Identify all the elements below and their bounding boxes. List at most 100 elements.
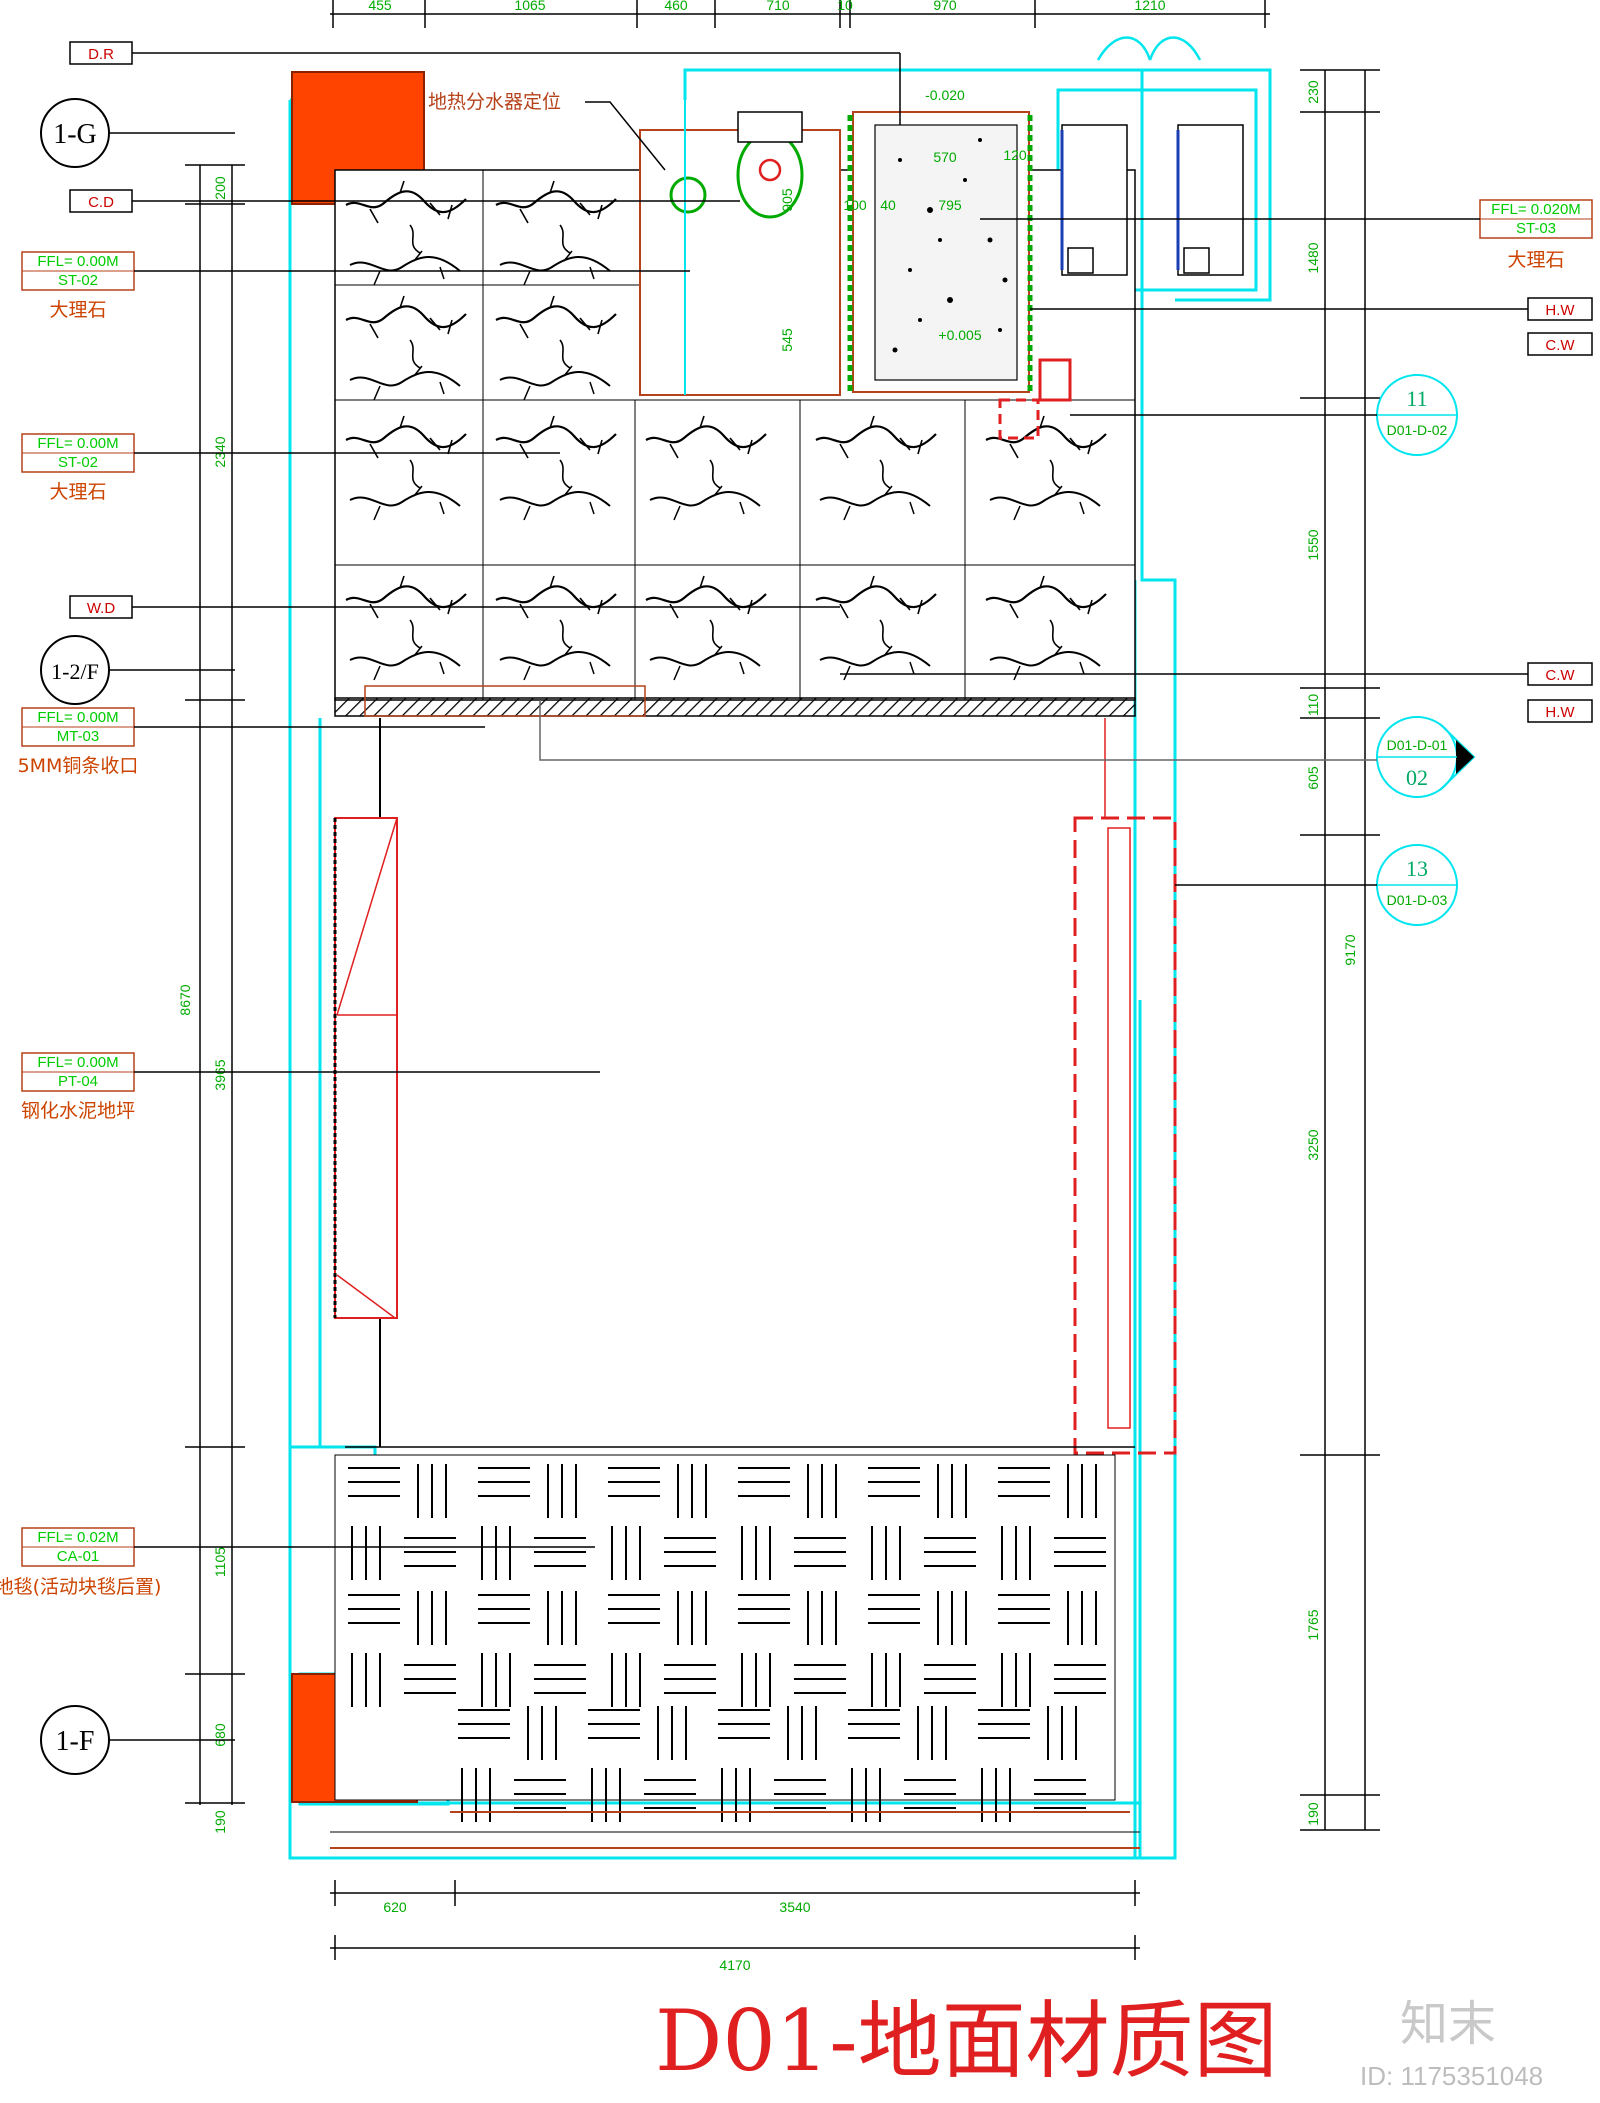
ref-code: D01-D-01 xyxy=(1387,737,1448,753)
dim-left-1: 200 xyxy=(212,176,228,200)
tag-hw-top: H.W xyxy=(1030,297,1593,321)
dim-inner-2: 570 xyxy=(933,149,957,165)
dim-left-5: 680 xyxy=(212,1723,228,1747)
dim-inner-1: -0.020 xyxy=(925,87,965,103)
dim-right-8: 190 xyxy=(1305,1802,1321,1826)
tag-dr: D.R xyxy=(69,41,901,125)
dim-left-total: 8670 xyxy=(177,984,193,1015)
dim-inner-9: +0.005 xyxy=(938,327,981,343)
outer-walls xyxy=(288,68,1272,1860)
material-ffl: FFL= 0.00M xyxy=(37,1054,118,1071)
material-ffl: FFL= 0.02M xyxy=(37,1529,118,1546)
dim-right-1: 230 xyxy=(1305,80,1321,104)
dim-left-3: 3965 xyxy=(212,1059,228,1090)
material-ffl: FFL= 0.00M xyxy=(37,709,118,726)
dim-inner-3: 120 xyxy=(1003,147,1027,163)
material-name: 地毯(活动块毯后置) xyxy=(0,1576,161,1598)
tag-text: H.W xyxy=(1545,302,1575,319)
tag-text: C.W xyxy=(1545,337,1575,354)
tag-text: C.D xyxy=(88,194,114,211)
axis-label: 1-G xyxy=(53,119,97,150)
ref-number: 02 xyxy=(1406,765,1428,790)
material-code: ST-03 xyxy=(1516,220,1556,237)
image-id: ID: 1175351048 xyxy=(1360,2061,1543,2091)
wc-area: -0.020 570 120 100 40 795 905 545 +0.005 xyxy=(639,87,1072,440)
dim-top-4: 710 xyxy=(766,0,790,13)
material-name: 大理石 xyxy=(49,481,106,503)
tag-cw-mid: C.W xyxy=(840,662,1593,686)
dim-right-7: 1765 xyxy=(1305,1609,1321,1640)
dim-bottom-2: 3540 xyxy=(779,1899,810,1915)
material-code: CA-01 xyxy=(57,1548,100,1565)
dim-right-2: 1480 xyxy=(1305,242,1321,273)
dim-left-2: 2340 xyxy=(212,436,228,467)
axis-bubble-12f: 1-2/F xyxy=(40,635,235,705)
ref-code: D01-D-03 xyxy=(1387,892,1448,908)
copper-strip-threshold xyxy=(334,697,1136,717)
dim-right-total: 9170 xyxy=(1342,934,1358,965)
tag-text: W.D xyxy=(87,600,115,617)
concrete-floor xyxy=(333,718,1177,1455)
tag-hw-mid: H.W xyxy=(1527,699,1593,723)
dim-top-1: 455 xyxy=(368,0,392,13)
ref-number: 13 xyxy=(1406,856,1428,881)
material-tag-3: FFL= 0.00M MT-03 5MM铜条收口 xyxy=(18,707,485,777)
dim-right-3: 1550 xyxy=(1305,529,1321,560)
dim-bottom-1: 620 xyxy=(383,1899,407,1915)
material-name: 钢化水泥地坪 xyxy=(21,1100,135,1122)
material-name: 大理石 xyxy=(49,299,106,321)
dim-top-3: 460 xyxy=(664,0,688,13)
material-tag-5: FFL= 0.02M CA-01 地毯(活动块毯后置) xyxy=(0,1527,595,1598)
material-ffl: FFL= 0.020M xyxy=(1491,201,1581,218)
material-code: ST-02 xyxy=(58,454,98,471)
material-tag-1: FFL= 0.00M ST-02 大理石 xyxy=(21,251,690,321)
tag-cd: C.D xyxy=(69,189,740,213)
axis-label: 1-F xyxy=(56,1726,95,1757)
dim-inner-5: 40 xyxy=(880,197,896,213)
dim-left-4: 1105 xyxy=(212,1547,228,1577)
material-ffl: FFL= 0.00M xyxy=(37,435,118,452)
tag-text: H.W xyxy=(1545,704,1575,721)
drawing-title: D01-地面材质图 xyxy=(655,1992,1278,2090)
bottom-dimensions xyxy=(330,1880,1140,1960)
washbasins xyxy=(1060,36,1244,276)
threshold-detail xyxy=(364,685,646,717)
watermark-logo: 知末 xyxy=(1400,1996,1496,2052)
dim-inner-7: 905 xyxy=(779,188,795,212)
material-code: MT-03 xyxy=(57,728,100,745)
material-tag-6: FFL= 0.020M ST-03 大理石 xyxy=(980,199,1593,271)
axis-label: 1-2/F xyxy=(51,659,99,684)
annotation-text: 地热分水器定位 xyxy=(428,91,561,113)
dim-inner-4: 100 xyxy=(843,197,867,213)
ref-code: D01-D-02 xyxy=(1387,422,1448,438)
dim-inner-6: 795 xyxy=(938,197,962,213)
material-name: 5MM铜条收口 xyxy=(18,755,139,777)
annotation-manifold: 地热分水器定位 xyxy=(428,91,666,171)
dim-bottom-total: 4170 xyxy=(719,1957,750,1973)
ref-number: 11 xyxy=(1406,386,1427,411)
material-ffl: FFL= 0.00M xyxy=(37,253,118,270)
dim-inner-8: 545 xyxy=(779,328,795,352)
dim-right-6: 3250 xyxy=(1305,1129,1321,1160)
dim-right-5: 605 xyxy=(1305,766,1321,790)
dim-top-2: 1065 xyxy=(514,0,545,13)
top-dimensions: 455 1065 460 710 10 970 1210 xyxy=(330,0,1270,28)
material-name: 大理石 xyxy=(1507,249,1564,271)
carpet-floor xyxy=(330,1454,1140,1849)
ref-bubble-13: 13 D01-D-03 xyxy=(1175,844,1458,926)
left-dimensions xyxy=(185,164,245,1805)
dim-left-6: 190 xyxy=(212,1810,228,1834)
tag-wd: W.D xyxy=(69,595,840,619)
tag-cw-top: C.W xyxy=(1527,332,1593,356)
tag-text: D.R xyxy=(88,46,114,63)
dim-top-6: 970 xyxy=(933,0,957,13)
axis-bubble-1g: 1-G xyxy=(40,98,235,168)
ref-bubble-02: D01-D-01 02 xyxy=(539,700,1476,798)
material-tag-2: FFL= 0.00M ST-02 大理石 xyxy=(21,433,560,503)
axis-bubble-1f: 1-F xyxy=(40,1705,235,1775)
dim-right-4: 110 xyxy=(1305,694,1321,717)
dim-top-7: 1210 xyxy=(1134,0,1165,13)
material-tag-4: FFL= 0.00M PT-04 钢化水泥地坪 xyxy=(21,1052,600,1122)
material-code: ST-02 xyxy=(58,272,98,289)
